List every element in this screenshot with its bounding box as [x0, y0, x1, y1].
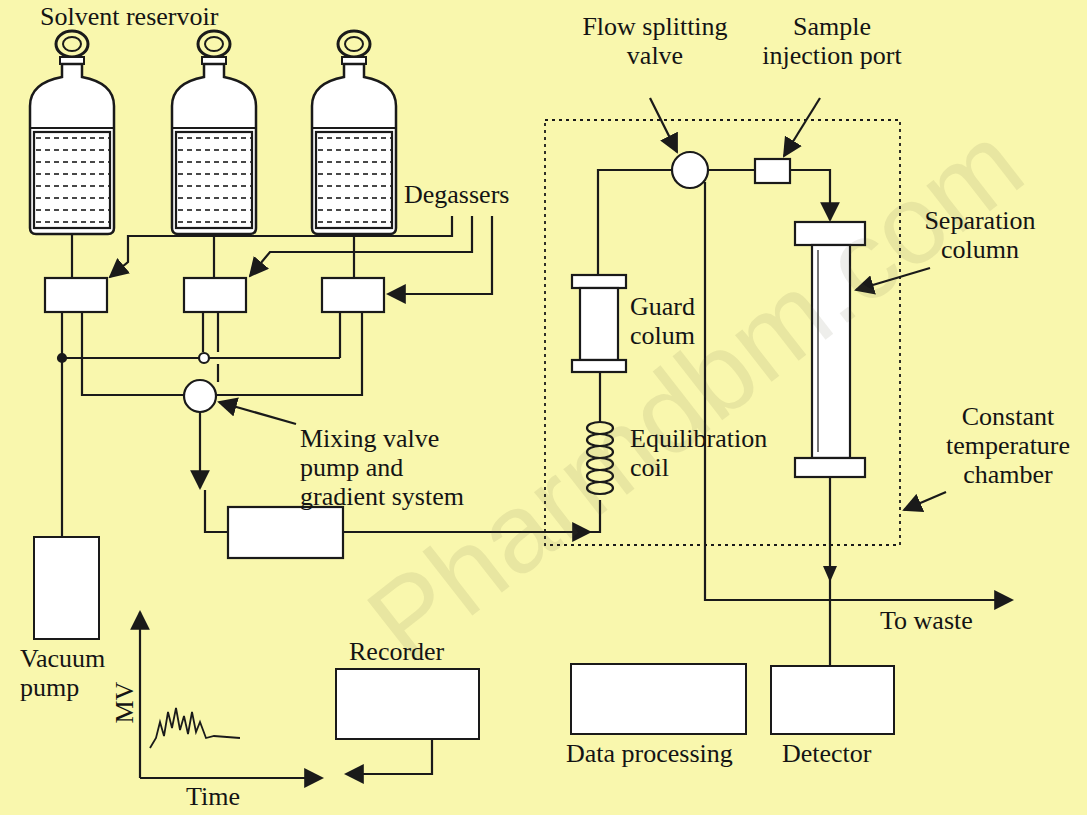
part-label: Mixing valve pump and gradient system — [300, 424, 478, 511]
instrument-box: Vacuum pump — [33, 536, 100, 640]
part-label: Guard colum — [630, 292, 720, 350]
part-label: Sample injection port — [752, 12, 912, 70]
part-label: Constant temperature chamber — [933, 402, 1083, 489]
axis-label: MV — [110, 682, 139, 724]
part-label: Degassers — [404, 180, 509, 209]
instrument-box: Data processing — [570, 663, 747, 735]
instrument-box: Detector — [770, 665, 895, 735]
axis-label: Time — [186, 782, 240, 811]
box-title: Data processing — [566, 739, 733, 768]
part-label: Separation column — [900, 206, 1060, 264]
instrument-box: Recorder — [335, 668, 480, 740]
box-title: Recorder — [349, 637, 444, 666]
part-label: Flow splitting valve — [560, 12, 750, 70]
part-label: To waste — [880, 606, 973, 635]
part-label: Equilibration coil — [630, 424, 800, 482]
box-title: Detector — [782, 739, 872, 768]
box-title: Vacuum pump — [20, 644, 132, 702]
part-label: Solvent reservoir — [40, 2, 218, 31]
